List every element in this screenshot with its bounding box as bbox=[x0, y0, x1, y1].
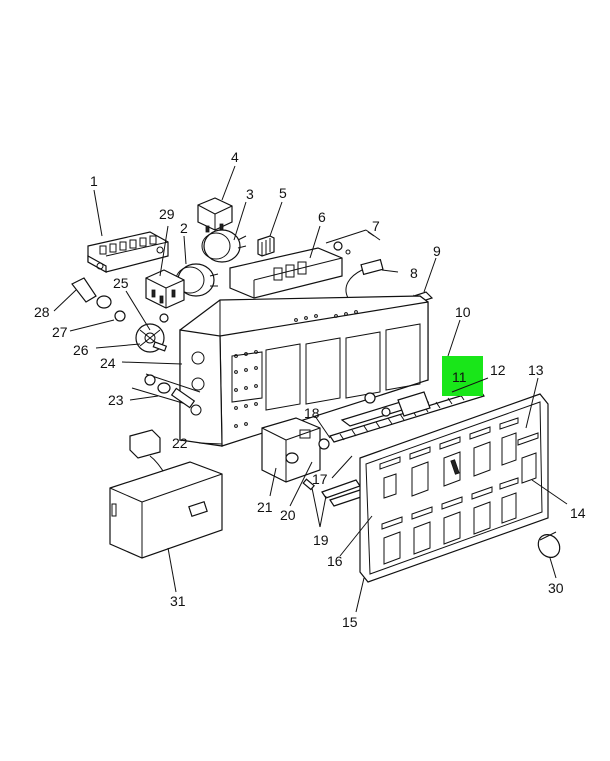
callout-15: 15 bbox=[342, 614, 358, 630]
part-switch-block bbox=[261, 417, 330, 483]
callout-21: 21 bbox=[257, 499, 273, 515]
callout-17: 17 bbox=[312, 471, 328, 487]
callout-28: 28 bbox=[34, 304, 50, 320]
callout-1: 1 bbox=[90, 173, 98, 189]
callout-7: 7 bbox=[372, 218, 380, 234]
callout-6: 6 bbox=[318, 209, 326, 225]
callout-3: 3 bbox=[246, 186, 254, 202]
callout-23: 23 bbox=[108, 392, 124, 408]
callout-18: 18 bbox=[304, 405, 320, 421]
part-relay-top bbox=[197, 197, 233, 233]
callout-27: 27 bbox=[52, 324, 68, 340]
callout-24: 24 bbox=[100, 355, 116, 371]
highlight-marker bbox=[442, 356, 483, 396]
part-terminal-5 bbox=[257, 235, 275, 257]
part-terminal-strips bbox=[329, 389, 485, 443]
part-bulb-socket bbox=[71, 277, 169, 353]
part-connector-block bbox=[87, 231, 169, 274]
callout-11: 11 bbox=[452, 369, 467, 385]
callout-30: 30 bbox=[548, 580, 564, 596]
part-bulb-30 bbox=[537, 531, 561, 558]
callout-29: 29 bbox=[159, 206, 175, 222]
callout-31: 31 bbox=[170, 593, 186, 609]
part-resistor-bracket bbox=[325, 229, 384, 299]
part-front-panel bbox=[359, 393, 549, 583]
callout-2: 2 bbox=[180, 220, 188, 236]
callout-9: 9 bbox=[433, 243, 441, 259]
leader-lines bbox=[53, 165, 568, 613]
callout-26: 26 bbox=[73, 342, 89, 358]
callout-10: 10 bbox=[455, 304, 471, 320]
part-fuse-set bbox=[131, 373, 201, 409]
part-module-31 bbox=[109, 429, 223, 559]
part-top-cover bbox=[229, 247, 343, 299]
part-round-flasher bbox=[201, 229, 247, 263]
callout-14: 14 bbox=[570, 505, 586, 521]
part-relay-29 bbox=[145, 269, 185, 309]
callout-16: 16 bbox=[327, 553, 343, 569]
part-main-housing bbox=[179, 295, 429, 447]
callout-20: 20 bbox=[280, 507, 296, 523]
callout-8: 8 bbox=[410, 265, 418, 281]
callout-19: 19 bbox=[313, 532, 329, 548]
page-footer bbox=[0, 753, 610, 761]
part-flasher-2 bbox=[175, 263, 219, 297]
callout-25: 25 bbox=[113, 275, 129, 291]
callout-12: 12 bbox=[490, 362, 506, 378]
callout-4: 4 bbox=[231, 149, 239, 165]
callout-labels: 1 2 3 4 5 6 7 8 9 10 11 12 13 14 15 16 1… bbox=[34, 149, 586, 630]
callout-13: 13 bbox=[528, 362, 544, 378]
callout-22: 22 bbox=[172, 435, 188, 451]
callout-5: 5 bbox=[279, 185, 287, 201]
